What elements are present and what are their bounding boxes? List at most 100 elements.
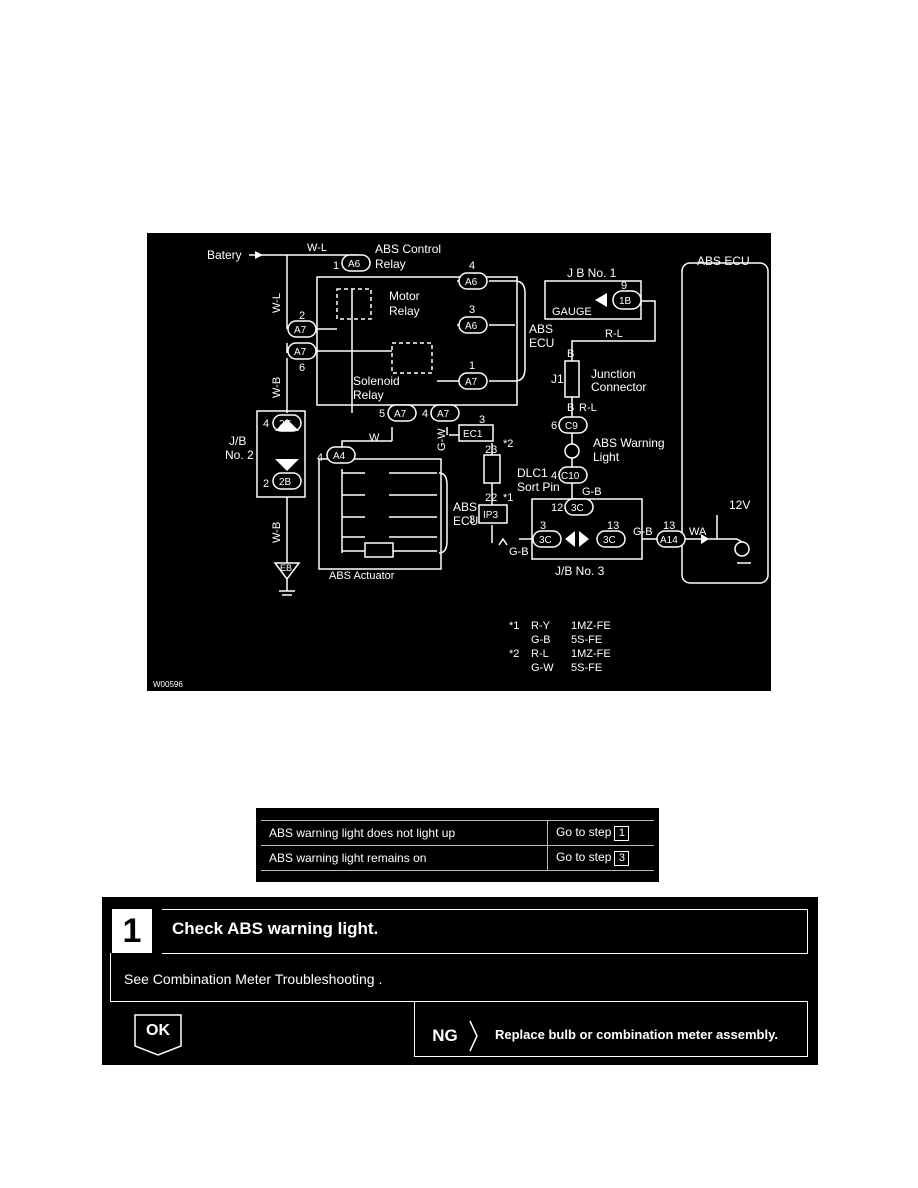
conn-c9: C9 <box>565 421 578 432</box>
table-row: ABS warning light does not light up Go t… <box>261 820 654 846</box>
pin: 13 <box>607 520 619 532</box>
pin: 4 <box>469 260 475 272</box>
pin: 3 <box>479 414 485 426</box>
wire-wb: W-B <box>271 377 283 398</box>
note-mark: *2 <box>503 438 513 450</box>
jb2-line2: No. 2 <box>225 448 254 462</box>
condition-table: ABS warning light does not light up Go t… <box>256 808 659 882</box>
pin: 3 <box>469 304 475 316</box>
conn-a6-r2: A6 <box>465 321 478 332</box>
step-link[interactable]: 3 <box>614 851 630 866</box>
conn-a7-l1: A7 <box>294 325 307 336</box>
solenoid-relay-line1: Solenoid <box>353 374 400 388</box>
abs-control-relay-line2: Relay <box>375 257 406 271</box>
pin: 12 <box>551 502 563 514</box>
symptom-cell: ABS warning light remains on <box>261 845 548 871</box>
conn-a7-b1: A7 <box>394 409 407 420</box>
pin: 1 <box>333 260 339 272</box>
goto-label: Go to step <box>556 850 612 864</box>
conn-3c-top: 3C <box>571 503 584 514</box>
abs-ecu-box-label: ABS ECU <box>697 254 750 268</box>
pin: 2 <box>263 478 269 490</box>
gauge-label: GAUGE <box>552 306 592 318</box>
conn-2e: 2E <box>279 419 292 430</box>
conn-eb: EB <box>280 563 292 573</box>
wire-wa: WA <box>689 526 707 538</box>
conn-3c-left: 3C <box>539 535 552 546</box>
sort-pin-label: Sort Pin <box>517 480 560 494</box>
note-mark: *2 <box>509 648 519 660</box>
divider <box>110 1001 808 1002</box>
symptom-cell: ABS warning light does not light up <box>261 820 548 846</box>
step-number: 1 <box>112 909 152 953</box>
pin: 6 <box>299 362 305 374</box>
step-link[interactable]: 1 <box>614 826 630 841</box>
note-engine: 1MZ-FE <box>571 648 611 660</box>
conn-a6-top: A6 <box>348 259 361 270</box>
wire-w: W <box>369 432 380 444</box>
ok-button[interactable]: OK <box>134 1014 182 1056</box>
conn-ec1: EC1 <box>463 429 483 440</box>
wire-wl-vertical: W-L <box>271 293 283 313</box>
divider <box>807 1001 808 1057</box>
note-engine: 5S-FE <box>571 634 602 646</box>
note-mark: *1 <box>503 492 513 504</box>
note-wire: G-B <box>531 634 551 646</box>
abs-actuator-label: ABS Actuator <box>329 570 395 582</box>
pin: 22 <box>485 492 497 504</box>
wire-gb-right: G-B <box>633 526 653 538</box>
wire-rl: R-L <box>605 328 623 340</box>
conn-a14: A14 <box>660 535 678 546</box>
conn-a4: A4 <box>333 451 346 462</box>
wire-gb-mid: G-B <box>582 486 602 498</box>
solenoid-relay-line2: Relay <box>353 388 384 402</box>
wiring-diagram: Batery W-L W-L W-B W-B W G-W G-B G-B G-B… <box>147 233 771 691</box>
conn-2b: 2B <box>279 477 292 488</box>
jb1-label: J B No. 1 <box>567 266 617 280</box>
pin: 6 <box>551 420 557 432</box>
diagram-code: W00596 <box>153 680 183 689</box>
pin: 4 <box>317 452 323 464</box>
j1-label: J1 <box>551 372 564 386</box>
step-description: See Combination Meter Troubleshooting . <box>124 971 383 987</box>
note-wire: G-W <box>531 662 554 674</box>
pin: 5 <box>379 408 385 420</box>
conn-ip3: IP3 <box>483 510 498 521</box>
note-wire: R-Y <box>531 620 551 632</box>
pin: 4 <box>263 418 269 430</box>
pin: 9 <box>621 280 627 292</box>
conn-1b: 1B <box>619 296 632 307</box>
note-engine: 5S-FE <box>571 662 602 674</box>
conn-a7-l2: A7 <box>294 347 307 358</box>
note-engine: 1MZ-FE <box>571 620 611 632</box>
abs-warning-light-line2: Light <box>593 450 620 464</box>
note-wire: R-L <box>531 648 549 660</box>
wire-b: B <box>567 348 574 360</box>
ok-label: OK <box>146 1022 170 1039</box>
pin: 3 <box>540 520 546 532</box>
abs-ecu-label2-line2: ECU <box>453 514 478 528</box>
ok-shape <box>134 1014 182 1056</box>
conn-a7-r3: A7 <box>465 377 478 388</box>
abs-ecu-label-line1: ABS <box>529 322 553 336</box>
pin: 23 <box>485 444 497 456</box>
pin: 3 <box>469 514 475 526</box>
junction-connector-line1: Junction <box>591 367 636 381</box>
pin: 13 <box>663 520 675 532</box>
v12-label: 12V <box>729 498 750 512</box>
divider <box>807 909 808 953</box>
jb3-label: J/B No. 3 <box>555 564 605 578</box>
wire-gw: G-W <box>436 428 448 451</box>
pin: 4 <box>551 470 557 482</box>
ng-shape <box>469 1020 478 1052</box>
wire-rl-2: R-L <box>579 402 597 414</box>
divider <box>162 953 808 954</box>
note-mark: *1 <box>509 620 519 632</box>
conn-a7-b2: A7 <box>437 409 450 420</box>
goto-label: Go to step <box>556 825 612 839</box>
divider <box>162 909 808 910</box>
ng-button[interactable]: NG <box>420 1020 478 1052</box>
dlc1-label: DLC1 <box>517 466 548 480</box>
